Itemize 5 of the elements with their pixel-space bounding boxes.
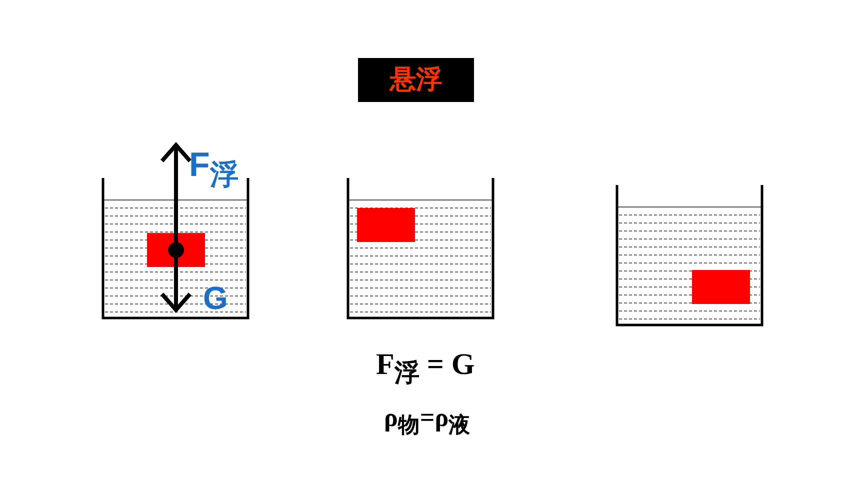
force-label: G [203, 282, 228, 314]
title-banner: 悬浮 [358, 58, 474, 102]
equation: ρ$_{物}$=ρ$_{液}$ [384, 405, 471, 437]
equation: F$_{浮}$ = G [376, 350, 475, 386]
force-label: F$_{浮}$ [189, 148, 238, 190]
